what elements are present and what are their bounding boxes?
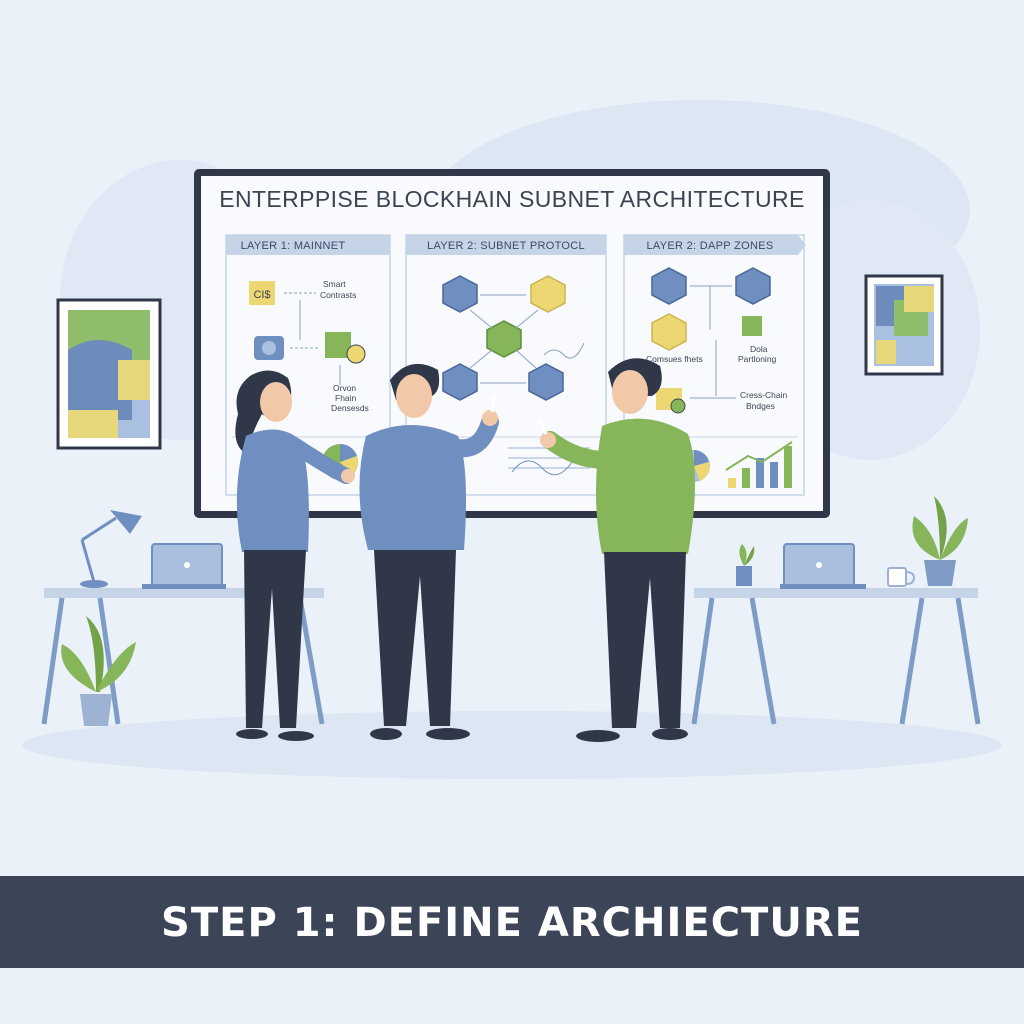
laptop — [142, 543, 226, 589]
gear-node-icon — [254, 336, 284, 360]
layer-1-label: LAYER 1: MAINNET — [241, 240, 346, 252]
core-hex-icon — [486, 320, 522, 358]
layer-3-note-4: Cress-Chain — [740, 390, 788, 400]
layer-3-note-3: Partloning — [738, 354, 777, 364]
block-hex-icon — [528, 363, 564, 401]
wall-art-left — [56, 298, 162, 450]
person-woman — [235, 370, 355, 741]
tool-hex-icon — [442, 363, 478, 401]
bridge-coin-icon — [656, 388, 686, 414]
cube-hex-icon — [651, 267, 687, 305]
puzzle-hex-icon — [735, 267, 771, 305]
board-title: ENTERPPISE BLOCKHAIN SUBNET ARCHITECTURE — [219, 186, 805, 212]
desk-right — [691, 496, 981, 725]
consensus-hex-icon — [651, 313, 687, 351]
bar-chart-icon — [725, 441, 793, 488]
layer-3-note-2: Dola — [750, 344, 768, 354]
data-partition-icon — [742, 316, 762, 336]
layer-3-note-5: Bndges — [746, 401, 775, 411]
layer-column-2: LAYER 2: SUBNET PROTOCL — [405, 234, 607, 496]
step-banner: STEP 1: DEFINE ARCHIECTURE — [0, 876, 1024, 968]
potted-plant — [912, 496, 968, 586]
small-plant — [736, 544, 755, 586]
coffee-mug — [887, 567, 916, 587]
layer-3-label: LAYER 2: DAPP ZONES — [647, 240, 774, 252]
layer-column-1: LAYER 1: MAINNET CI$ Smart Contrasts Orv… — [225, 234, 391, 496]
layer-2-label: LAYER 2: SUBNET PROTOCL — [427, 240, 585, 252]
svg-text:CI$: CI$ — [253, 289, 270, 301]
wall-art-right — [864, 274, 944, 376]
person-man-blue — [359, 363, 499, 740]
network-hex-icon — [442, 275, 478, 313]
layer-1-note-3: Orvon — [333, 383, 356, 393]
layer-1-note-2: Contrasts — [320, 290, 356, 300]
layer-1-note-4: Fhain — [335, 393, 357, 403]
layer-3-note-1: Comsues fhets — [646, 354, 703, 364]
layer-1-note-5: Densesds — [331, 403, 369, 413]
desk-lamp — [80, 510, 142, 588]
coin-node-icon — [325, 332, 366, 364]
desk-left — [41, 510, 325, 726]
banner-text: STEP 1: DEFINE ARCHIECTURE — [161, 900, 863, 946]
laptop — [780, 543, 866, 589]
gear-hex-icon — [530, 275, 566, 313]
contract-icon: CI$ — [249, 281, 275, 305]
person-man-green — [538, 358, 695, 742]
layer-1-note-1: Smart — [323, 279, 346, 289]
potted-plant — [61, 616, 136, 726]
